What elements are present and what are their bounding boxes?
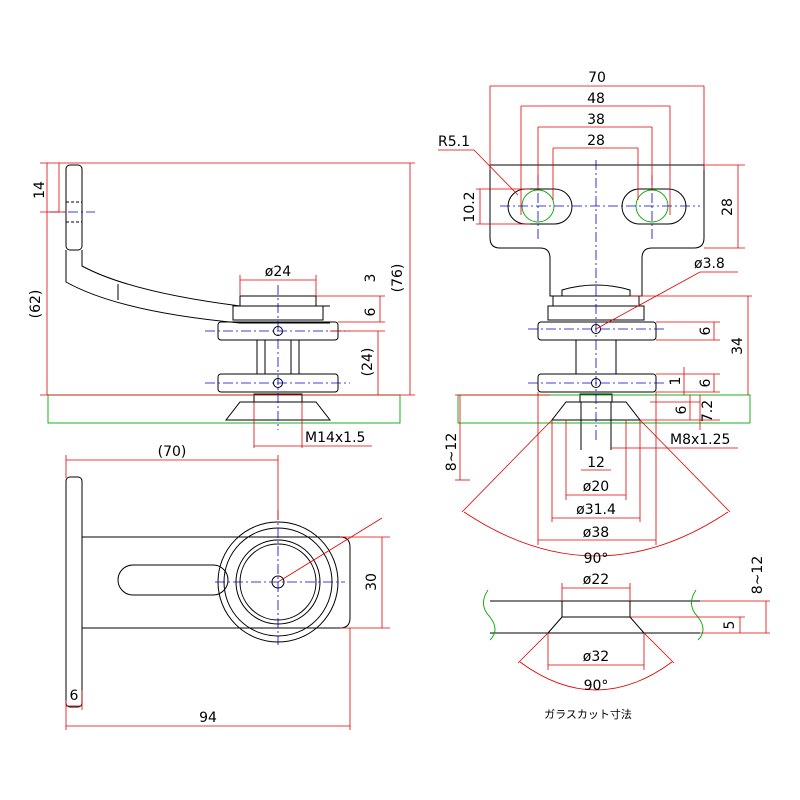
top-view: (70) 30 6 94 bbox=[65, 444, 390, 730]
top-wall-plate bbox=[65, 476, 83, 708]
top-dim-70: (70) bbox=[158, 444, 187, 460]
glass-dim-5: 5 bbox=[722, 621, 738, 630]
front-slot-left bbox=[507, 188, 573, 225]
front-angle: 90° bbox=[584, 551, 609, 567]
front-view: 70 48 38 28 R5.1 10.2 28 ø3.8 6 34 1 6 6… bbox=[438, 70, 752, 567]
front-dim-7-2: 7.2 bbox=[700, 400, 716, 422]
front-dim-70: 70 bbox=[588, 70, 606, 86]
front-bracket-plate bbox=[489, 164, 705, 297]
front-dim-28: 28 bbox=[587, 133, 605, 149]
front-dim-1: 1 bbox=[668, 377, 684, 386]
side-curved-arm-inner bbox=[81, 250, 330, 307]
side-view: 14 (62) (76) (24) 3 6 ø24 M14x1.5 bbox=[28, 162, 415, 448]
side-dim-3: 3 bbox=[363, 274, 379, 283]
glass-break-left bbox=[483, 589, 496, 641]
side-dia-24: ø24 bbox=[265, 264, 291, 280]
side-dim-14: 14 bbox=[32, 181, 48, 199]
front-dia-3-8: ø3.8 bbox=[694, 256, 725, 272]
glass-dia-32: ø32 bbox=[583, 649, 609, 665]
top-slot bbox=[117, 564, 229, 596]
front-dia-20: ø20 bbox=[583, 479, 609, 495]
top-dim-30: 30 bbox=[364, 573, 380, 591]
side-dim-6: 6 bbox=[363, 307, 379, 316]
side-dim-76: (76) bbox=[390, 264, 406, 293]
side-dim-24: (24) bbox=[360, 348, 376, 377]
top-dim-6: 6 bbox=[70, 688, 79, 704]
top-dim-94: 94 bbox=[199, 710, 217, 726]
front-dim-6-c: 6 bbox=[674, 405, 690, 414]
side-wall-plate bbox=[65, 164, 83, 251]
front-radius: R5.1 bbox=[438, 134, 470, 150]
front-thread: M8x1.25 bbox=[670, 432, 730, 448]
glass-dia-22: ø22 bbox=[583, 572, 609, 588]
side-curved-arm bbox=[65, 250, 330, 324]
front-dim-6-b: 6 bbox=[698, 378, 714, 387]
front-slot-height: 10.2 bbox=[462, 191, 478, 222]
front-dim-48: 48 bbox=[587, 91, 605, 107]
top-arm-body bbox=[81, 536, 351, 629]
glass-cut-view: ø22 5 8~12 ø32 90° ガラスカット寸法 bbox=[483, 556, 770, 721]
glass-dim-8-12: 8~12 bbox=[750, 556, 766, 594]
front-slot-right bbox=[621, 188, 687, 225]
front-dim-34: 34 bbox=[730, 337, 746, 355]
side-dim-62: (62) bbox=[28, 290, 44, 319]
front-dia-31-4: ø31.4 bbox=[576, 502, 616, 518]
front-dia-38: ø38 bbox=[583, 525, 609, 541]
front-dim-12: 12 bbox=[587, 455, 605, 471]
front-glass-pane bbox=[457, 394, 751, 424]
glass-angle: 90° bbox=[584, 678, 609, 694]
front-dim-38: 38 bbox=[587, 112, 605, 128]
front-dim-6-a: 6 bbox=[698, 326, 714, 335]
side-thread: M14x1.5 bbox=[305, 430, 365, 446]
front-dim-8-12: 8~12 bbox=[444, 433, 460, 471]
glass-cut-caption: ガラスカット寸法 bbox=[544, 707, 632, 721]
side-glass-pane bbox=[47, 394, 401, 424]
front-dim-28-right: 28 bbox=[720, 198, 736, 216]
side-countersunk-head bbox=[224, 401, 332, 421]
